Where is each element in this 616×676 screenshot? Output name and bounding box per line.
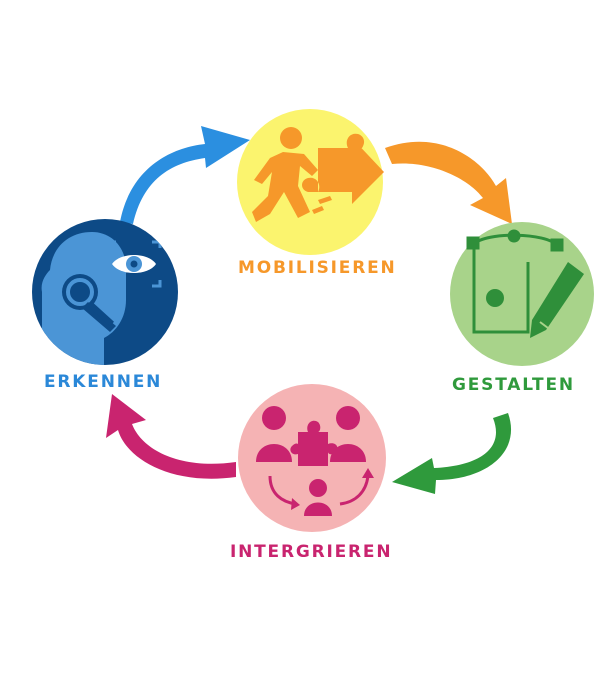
- erkennen-node: [32, 219, 178, 365]
- arrow-mobilisieren-to-gestalten: [385, 141, 512, 224]
- erkennen-label: ERKENNEN: [44, 372, 163, 392]
- intergrieren-node: [238, 384, 386, 532]
- arrow-erkennen-to-mobilisieren: [120, 126, 250, 224]
- person-pushing-puzzle-icon: [252, 127, 384, 222]
- team-puzzle-integration-icon: [256, 406, 374, 516]
- mobilisieren-node: [237, 109, 384, 255]
- head-magnifier-eye-icon: [40, 232, 162, 365]
- intergrieren-label: INTERGRIEREN: [230, 542, 393, 562]
- arrow-intergrieren-to-erkennen: [106, 394, 236, 479]
- mobilisieren-label: MOBILISIEREN: [238, 258, 397, 278]
- gestalten-label: GESTALTEN: [452, 375, 575, 395]
- arrow-gestalten-to-intergrieren: [392, 413, 512, 494]
- gestalten-node: [450, 222, 594, 366]
- vector-design-pen-icon: [466, 229, 584, 338]
